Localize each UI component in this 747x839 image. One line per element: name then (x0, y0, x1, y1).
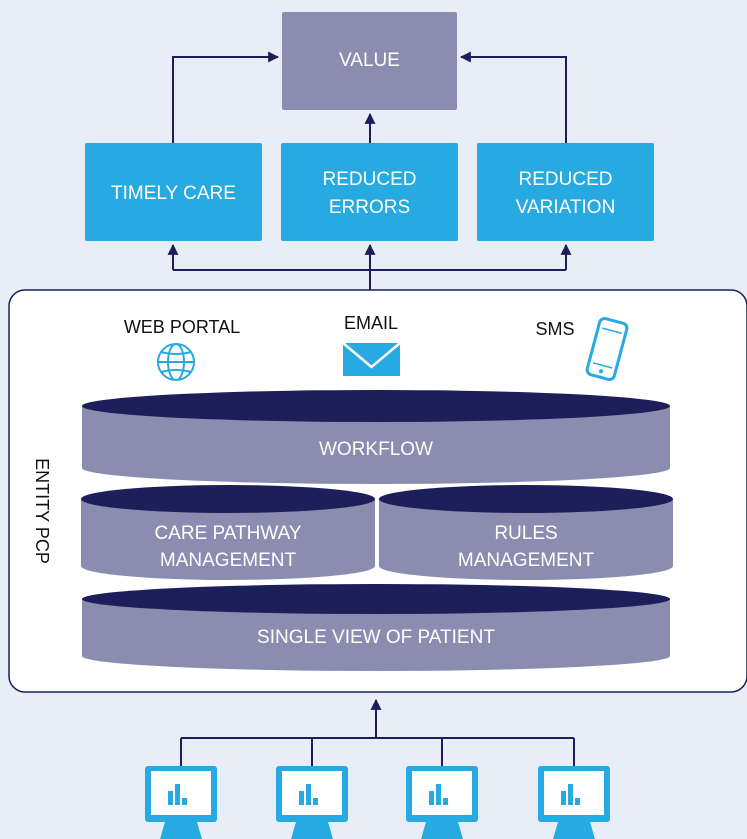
value-label: VALUE (339, 50, 400, 71)
reduced-errors-line1: REDUCED (323, 169, 417, 190)
globe-icon (157, 343, 195, 381)
timely-care-box: TIMELY CARE (85, 143, 262, 241)
rules-line1: RULES (494, 523, 557, 544)
platform-side-label: ENTITY PCP (32, 458, 52, 564)
single-view-label: SINGLE VIEW OF PATIENT (257, 627, 495, 648)
envelope-icon (342, 342, 401, 376)
reduced-variation-line2: VARIATION (516, 197, 616, 218)
reduced-variation-line1: REDUCED (519, 169, 613, 190)
monitor-chart-icon (538, 766, 610, 839)
workflow-cylinder: WORKFLOW (82, 390, 670, 484)
value-box: VALUE (282, 12, 457, 110)
channel-email: EMAIL (342, 313, 401, 376)
email-label: EMAIL (344, 313, 398, 333)
channel-web-portal: WEB PORTAL (124, 317, 240, 381)
monitor-chart-icon (145, 766, 217, 839)
web-portal-label: WEB PORTAL (124, 317, 240, 337)
care-pathway-line1: CARE PATHWAY (154, 523, 301, 544)
monitor-chart-icon (406, 766, 478, 839)
sms-label: SMS (535, 319, 574, 339)
reduced-errors-line2: ERRORS (329, 197, 410, 218)
monitor-chart-icon (276, 766, 348, 839)
timely-care-label: TIMELY CARE (111, 183, 236, 204)
smartphone-icon (585, 316, 629, 382)
value-connectors (172, 51, 567, 143)
workflow-label: WORKFLOW (319, 439, 433, 460)
care-pathway-line2: MANAGEMENT (160, 550, 297, 571)
rules-line2: MANAGEMENT (458, 550, 595, 571)
benefit-connectors (167, 243, 572, 290)
rules-cylinder: RULES MANAGEMENT (379, 485, 673, 580)
channel-sms: SMS (535, 316, 629, 382)
care-pathway-cylinder: CARE PATHWAY MANAGEMENT (81, 485, 375, 580)
single-view-cylinder: SINGLE VIEW OF PATIENT (82, 584, 670, 671)
source-connectors (180, 698, 575, 766)
reduced-variation-box: REDUCED VARIATION (477, 143, 654, 241)
reduced-errors-box: REDUCED ERRORS (281, 143, 458, 241)
